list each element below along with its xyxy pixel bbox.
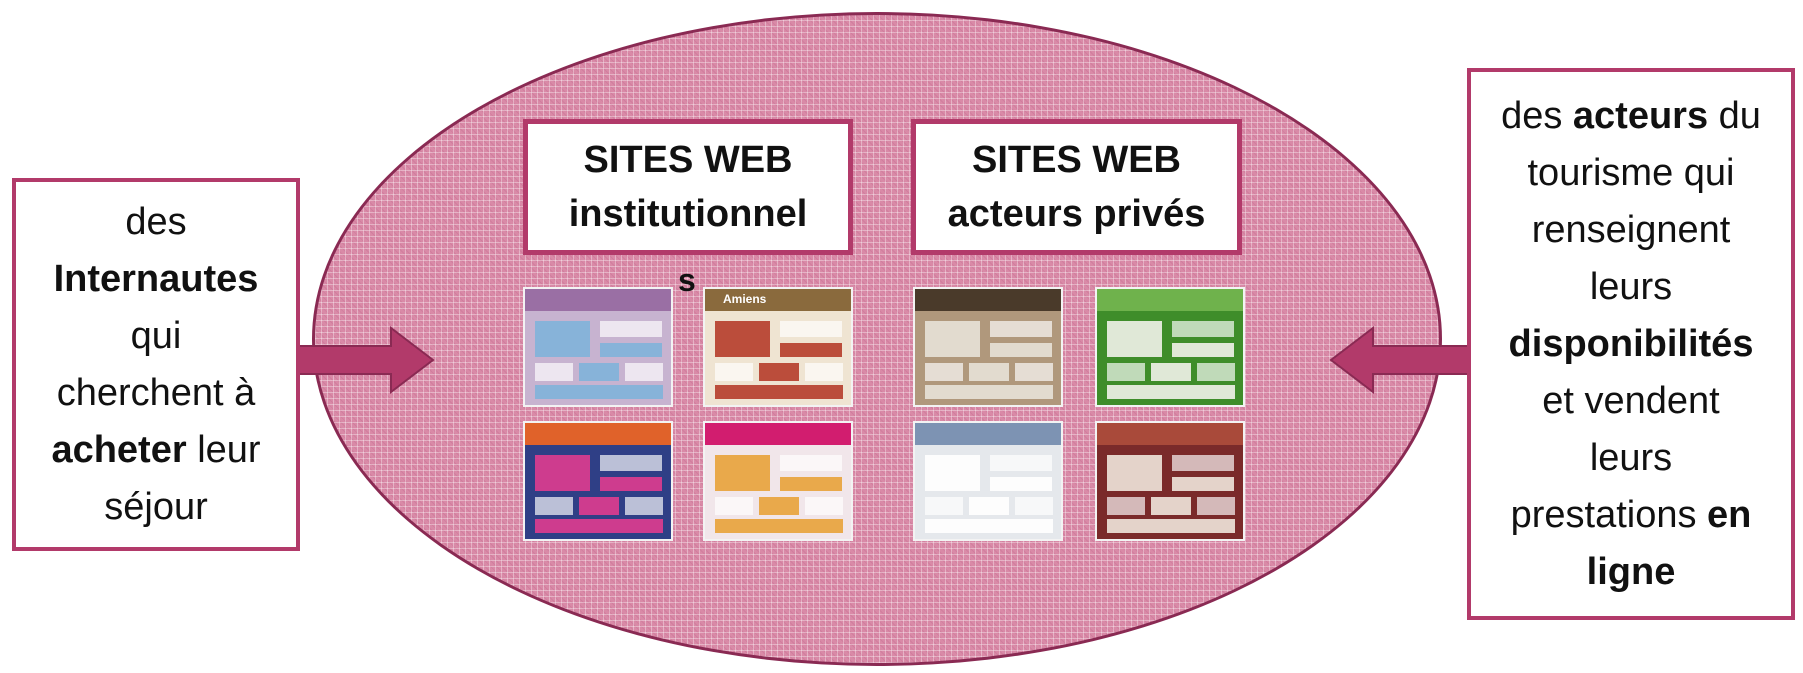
bold-text: acteurs <box>1572 94 1709 137</box>
website-screenshot-priv-2 <box>1095 287 1245 407</box>
right-box-line: disponibilités <box>1509 316 1754 373</box>
text: du <box>1708 94 1761 137</box>
website-screenshot-priv-4 <box>1095 421 1245 541</box>
text: séjour <box>104 485 208 528</box>
acteurs-box: des acteurs du tourisme qui renseignent leu… <box>1467 68 1795 620</box>
text: leur <box>186 428 261 471</box>
bold-text: Internautes <box>53 257 259 300</box>
left-box-line: des <box>125 194 186 251</box>
bold-text: acheter <box>51 428 187 471</box>
central-ellipse <box>312 12 1442 666</box>
text: tourisme qui <box>1527 151 1735 194</box>
text: et vendent <box>1542 379 1720 422</box>
text: prestations <box>1510 493 1708 536</box>
right-box-line: renseignent <box>1532 202 1731 259</box>
website-screenshot-inst-2: Amiens <box>703 287 853 407</box>
left-box-line: Internautes <box>54 251 259 308</box>
thumbnail-title: Amiens <box>723 292 767 306</box>
private-sites-title: SITES WEB acteurs privés <box>911 119 1242 255</box>
website-screenshot-inst-4 <box>703 421 853 541</box>
website-screenshot-inst-3 <box>523 421 673 541</box>
text: cherchent à <box>56 371 256 414</box>
right-box-line: prestations en <box>1511 487 1752 544</box>
bold-text: disponibilités <box>1508 322 1754 365</box>
bold-text: en <box>1707 493 1752 536</box>
text: des <box>125 200 187 243</box>
left-box-line: séjour <box>104 479 208 536</box>
right-box-line: leurs <box>1590 259 1672 316</box>
institutional-title-line1: SITES WEB <box>583 139 793 181</box>
private-title-line2: acteurs privés <box>947 193 1206 235</box>
left-arrow-icon <box>1329 325 1469 395</box>
left-box-line: cherchent à <box>57 365 256 422</box>
text: renseignent <box>1531 208 1731 251</box>
text: des <box>1501 94 1573 137</box>
website-screenshot-priv-1 <box>913 287 1063 407</box>
institutional-title-overflow: s <box>678 262 696 298</box>
right-box-line: leurs <box>1590 430 1672 487</box>
bold-text: ligne <box>1586 550 1676 593</box>
website-screenshot-inst-1 <box>523 287 673 407</box>
text: qui <box>130 314 182 357</box>
left-box-line: qui <box>131 308 182 365</box>
left-box-line: acheter leur <box>51 422 260 479</box>
right-box-line: ligne <box>1587 544 1676 601</box>
text: leurs <box>1589 265 1673 308</box>
institutional-title-line2: institutionnel <box>568 193 808 235</box>
right-box-line: tourisme qui <box>1528 145 1735 202</box>
right-box-line: des acteurs du <box>1501 88 1761 145</box>
website-screenshot-priv-3 <box>913 421 1063 541</box>
right-arrow-icon <box>298 325 435 395</box>
private-title-line1: SITES WEB <box>971 139 1182 181</box>
text: leurs <box>1589 436 1673 479</box>
institutional-sites-title: SITES WEB institutionnel <box>523 119 853 255</box>
right-box-line: et vendent <box>1542 373 1719 430</box>
